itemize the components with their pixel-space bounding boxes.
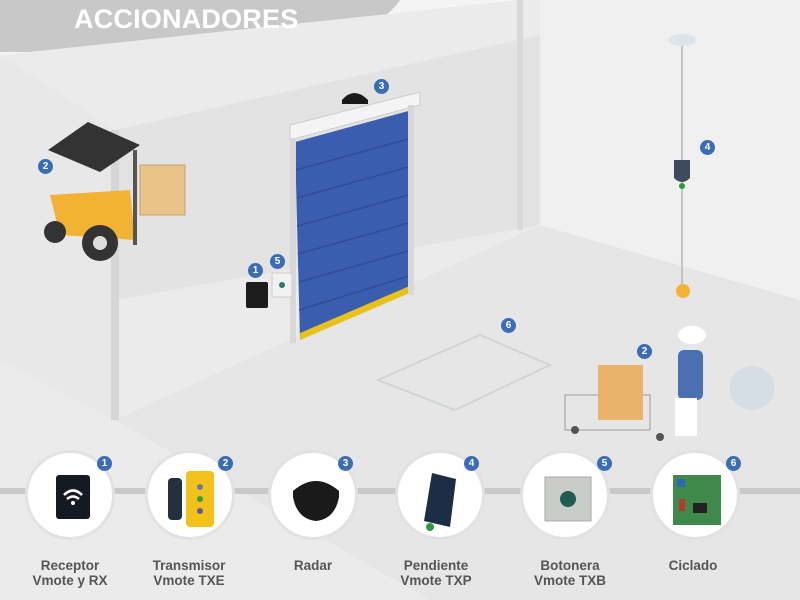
scene-badge-forklift[interactable]: 2 <box>38 159 53 174</box>
page-title: ACCIONADORES <box>74 4 299 34</box>
product-badge: 2 <box>218 456 233 471</box>
pendiente-device <box>674 160 690 182</box>
radar-image <box>293 481 339 521</box>
botonera-image <box>544 476 592 522</box>
product-botonera[interactable] <box>520 450 610 540</box>
pendiente-image <box>424 473 456 531</box>
forklift <box>44 122 186 261</box>
scene-badge-worker[interactable]: 2 <box>637 344 652 359</box>
scene-badge-ciclado[interactable]: 6 <box>501 318 516 333</box>
scene-badge-pendiente[interactable]: 4 <box>700 140 715 155</box>
radar-device <box>342 93 368 104</box>
product-label: Radar <box>293 558 333 573</box>
product-badge: 6 <box>726 456 741 471</box>
product-label: Ciclado <box>668 558 718 573</box>
scene-badge-botonera[interactable]: 5 <box>270 254 285 269</box>
product-badge: 5 <box>597 456 612 471</box>
product-ciclado[interactable] <box>650 450 740 540</box>
product-badge: 4 <box>464 456 479 471</box>
product-badge: 1 <box>97 456 112 471</box>
receptor-image <box>56 475 90 519</box>
scene-badge-radar[interactable]: 3 <box>374 79 389 94</box>
floor-loop-marking <box>375 333 553 412</box>
product-receptor[interactable] <box>25 450 115 540</box>
rapid-door <box>289 91 421 343</box>
right-wall <box>540 0 800 300</box>
ciclado-image <box>673 475 721 525</box>
product-badge: 3 <box>338 456 353 471</box>
scene-badge-receptor[interactable]: 1 <box>248 263 263 278</box>
worker-with-cart <box>564 326 706 441</box>
transmisor-image <box>168 471 214 527</box>
receptor-device <box>246 282 268 308</box>
